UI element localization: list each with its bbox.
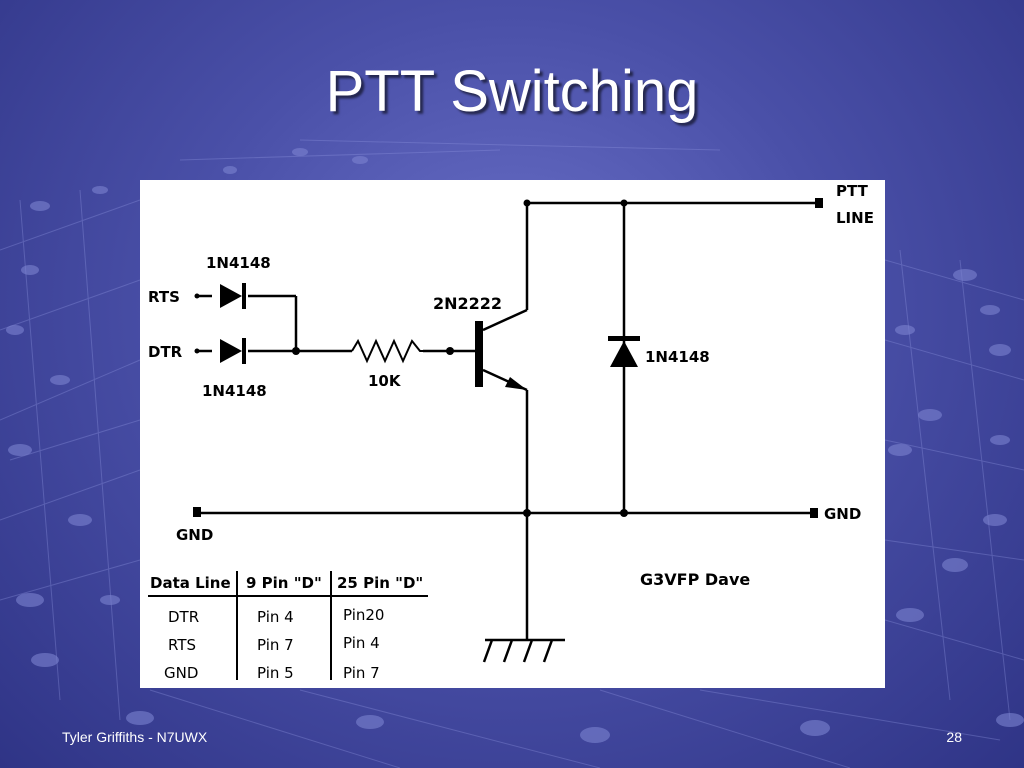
table-header: Data Line [150,574,231,592]
gnd-right-label: GND [824,505,861,523]
rts-label: RTS [148,288,180,306]
diode-top-label: 1N4148 [206,254,271,272]
table-header: 9 Pin "D" [246,574,322,592]
table-cell: Pin 4 [257,608,294,626]
table-cell: Pin20 [343,606,384,624]
diode-bottom-label: 1N4148 [202,382,267,400]
table-cell: Pin 7 [343,664,380,682]
table-cell: Pin 4 [343,634,380,652]
table-header: 25 Pin "D" [337,574,423,592]
diode-right-label: 1N4148 [645,348,710,366]
credit-label: G3VFP Dave [640,570,750,589]
line-label: LINE [836,209,874,227]
slide-number: 28 [946,729,962,745]
table-cell: Pin 5 [257,664,294,682]
dtr-label: DTR [148,343,183,361]
table-cell: Pin 7 [257,636,294,654]
slide-title: PTT Switching [325,59,699,124]
pinout-table: Data Line 9 Pin "D" 25 Pin "D" DTR Pin 4… [150,574,423,682]
footer-author: Tyler Griffiths - N7UWX [62,729,208,745]
table-cell: RTS [168,636,196,654]
gnd-left-label: GND [176,526,213,544]
ptt-label: PTT [836,182,869,200]
resistor-label: 10K [368,372,402,390]
table-cell: DTR [168,608,199,626]
ptt-schematic-diagram: RTS DTR 1N4148 1N4148 10K 2N2222 1N4148 … [140,180,885,688]
transistor-label: 2N2222 [433,294,502,313]
table-cell: GND [164,664,198,682]
